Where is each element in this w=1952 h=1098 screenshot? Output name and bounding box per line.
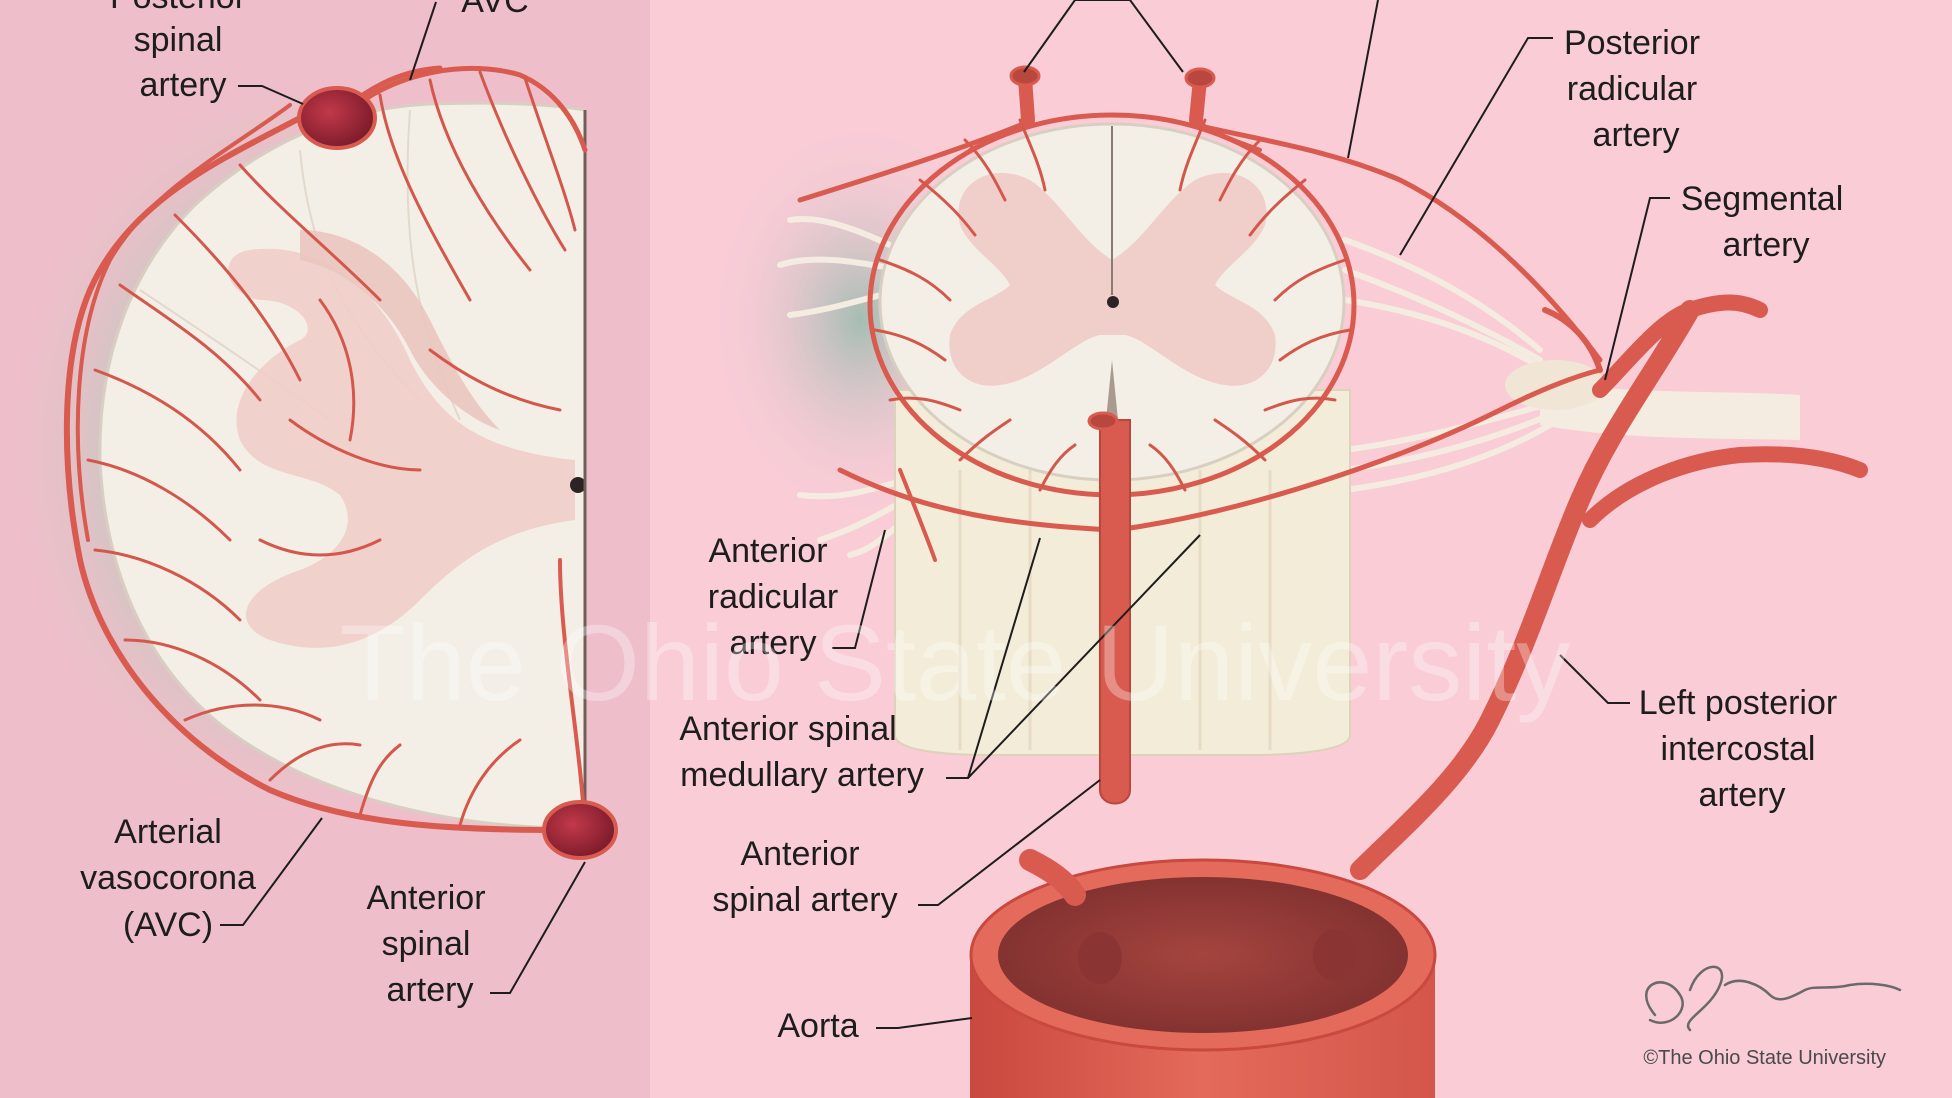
anterior-radicular-leader — [832, 529, 886, 649]
anterior-radicular-label-line2: radicular — [708, 578, 838, 616]
avc-top-label: AVC — [461, 0, 528, 20]
posterior-spinal-label-line3: artery — [140, 66, 227, 104]
posterior-spinal-label-line1: Posterior — [110, 0, 246, 16]
vasocorona-top-leader — [1347, 0, 1379, 159]
left-labels: Posterior spinal artery AVC Arterial vas… — [80, 0, 586, 1009]
left-anterior-spinal-artery — [542, 800, 618, 860]
anterior-spinal-artery-top — [1087, 411, 1119, 431]
anterior-spinal-left-leader — [490, 861, 586, 994]
posterior-spinal-leader — [238, 85, 304, 105]
left-posterior-intercostal-leader — [1559, 654, 1630, 704]
left-dorsal-horn — [300, 230, 500, 430]
right-anterior-radicular-path — [1127, 367, 1603, 531]
left-vasocorona-ring-outer — [75, 103, 292, 542]
left-posterior-intercostal-label-line1: Left posterior — [1639, 684, 1837, 722]
left-posterior-spinal-artery — [297, 86, 377, 150]
posterior-radicular-leader — [1399, 37, 1553, 256]
anterior-spinal-left-label-line2: spinal — [382, 925, 471, 963]
segmental-leader — [1604, 197, 1670, 381]
segmental-label-line2: artery — [1723, 226, 1810, 264]
central-canal — [1107, 296, 1119, 308]
watermark: The Ohio State University — [340, 602, 1571, 723]
left-penetrating-branches — [86, 70, 577, 827]
aorta-leader — [876, 1017, 973, 1029]
signature-icon — [1645, 965, 1902, 1032]
vasocorona-label-line1: Arterial — [114, 813, 222, 851]
left-central-canal — [570, 477, 586, 493]
anterior-radicular-artery-path — [837, 467, 1115, 533]
anterior-spinal-right-leader — [918, 779, 1101, 906]
anterior-spinal-left-label-line1: Anterior — [366, 879, 485, 917]
left-posterior-intercostal-label-line3: artery — [1699, 776, 1786, 814]
vasocorona-label-line2: vasocorona — [80, 859, 256, 897]
left-posterior-intercostal-label-line2: intercostal — [1661, 730, 1816, 768]
anterior-spinal-medullary-leader — [946, 534, 1201, 779]
anterior-spinal-artery-vessel — [1099, 419, 1131, 805]
anterior-spinal-left-label-line3: artery — [387, 971, 474, 1009]
right-labels: Posterior radicular artery Segmental art… — [679, 0, 1843, 1045]
avc-top-leader — [409, 1, 437, 81]
anterior-spinal-medullary-label-line1: Anterior spinal — [679, 710, 896, 748]
left-intercostal-stub — [1019, 849, 1086, 906]
anterior-spinal-medullary-label-line2: medullary artery — [680, 756, 924, 794]
intercostal-branch-up — [1592, 294, 1768, 398]
aorta-lumen — [998, 877, 1408, 1033]
left-posterior-radicular-path — [797, 119, 1031, 203]
posterior-radicular-label-line3: artery — [1593, 116, 1680, 154]
copyright-credit: ©The Ohio State University — [1643, 1047, 1886, 1069]
left-gray-matter — [228, 248, 575, 648]
segmental-artery-vessel — [1350, 300, 1700, 880]
anterior-radicular-label-line3: artery — [730, 624, 817, 662]
anterior-spinal-right-label-line2: spinal artery — [712, 881, 897, 919]
segmental-to-cord — [1542, 307, 1603, 373]
intercostal-ostium-right — [1313, 929, 1357, 981]
posterior-radicular-label-line1: Posterior — [1564, 24, 1700, 62]
anterior-radicular-lower — [898, 468, 937, 562]
posterior-spinal-arteries-leader — [1023, 0, 1184, 73]
posterior-spinal-label-line2: spinal — [134, 21, 223, 59]
intercostal-branch-right — [1582, 446, 1868, 528]
anterior-radicular-label-line1: Anterior — [708, 532, 827, 570]
intercostal-ostium-left — [1078, 932, 1122, 984]
vasocorona-leader — [220, 817, 323, 926]
left-hemicord — [0, 65, 618, 860]
right-spinal-segment — [710, 65, 1868, 1098]
aorta — [969, 849, 1437, 1098]
posterior-radicular-label-line2: radicular — [1567, 70, 1697, 108]
vasocorona-label-line3: (AVC) — [123, 906, 213, 944]
posterior-radicular-artery-path — [1193, 122, 1603, 363]
left-sulcal-artery — [558, 558, 587, 832]
left-posterior-arches — [347, 65, 588, 153]
aorta-label: Aorta — [777, 1007, 858, 1045]
anterior-spinal-right-label-line1: Anterior — [740, 835, 859, 873]
anterior-median-fissure — [1106, 360, 1118, 420]
segmental-label-line1: Segmental — [1681, 180, 1844, 218]
